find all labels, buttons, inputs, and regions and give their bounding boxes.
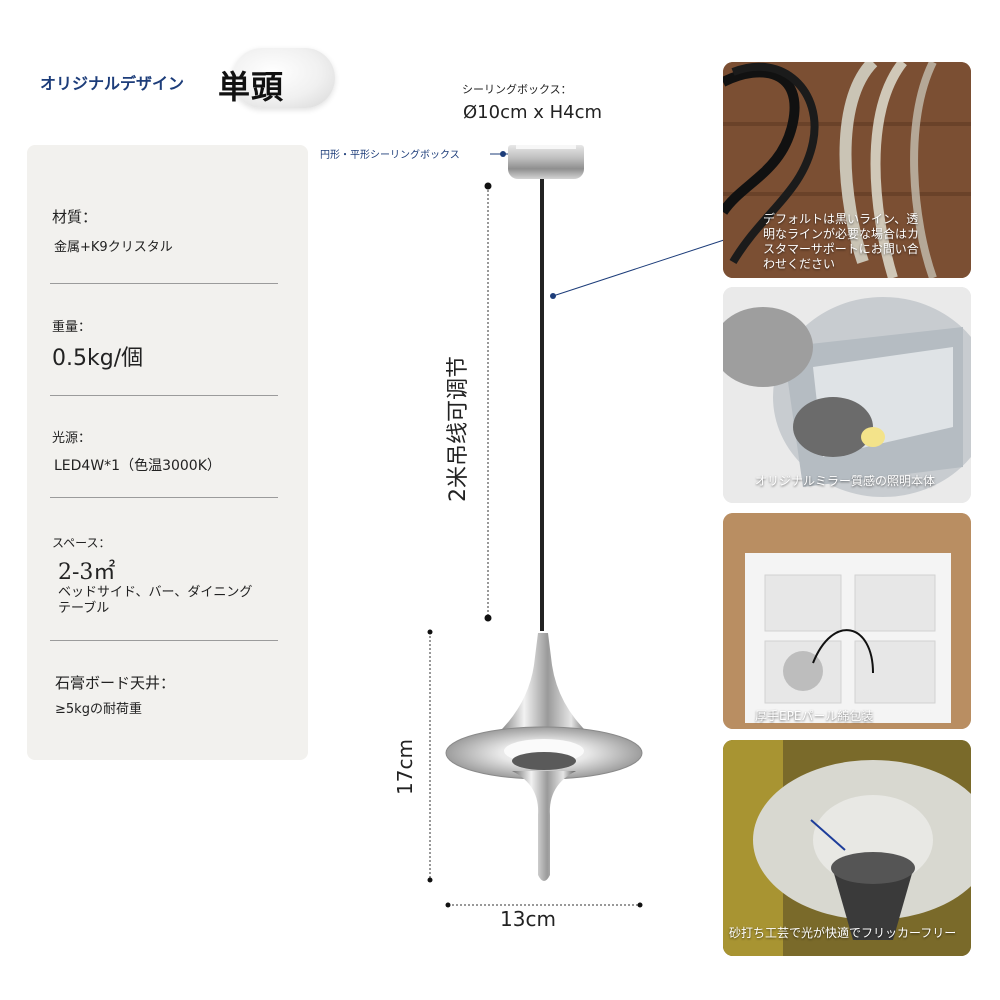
cable-length-label: 2米吊线可调节 <box>446 356 471 502</box>
cable <box>540 179 544 631</box>
sandblast-image <box>723 740 971 956</box>
ceiling-box-size: Ø10cm x H4cm <box>463 102 603 123</box>
crystal-image <box>723 287 971 503</box>
header-subtitle: オリジナルデザイン <box>40 74 185 93</box>
spec-divider <box>50 640 278 641</box>
spec-ceiling-label: 石膏ボード天井： <box>55 674 176 692</box>
spec-light-label: 光源： <box>52 431 92 446</box>
photo-packaging: 厚手EPEパール綿包装 <box>723 513 971 729</box>
cable-dimension-line <box>484 182 492 622</box>
spec-space-label: スペース： <box>52 536 111 550</box>
spec-divider <box>50 283 278 284</box>
spec-space-usage-cont: テーブル <box>58 601 110 616</box>
caption-line: 明なラインが必要な場合はカ <box>763 227 920 241</box>
width-label: 13cm <box>500 907 556 931</box>
cable-pointer-line <box>550 239 725 299</box>
height-dimension-line <box>427 629 433 883</box>
photo-sandblast: 砂打ち工芸で光が快適でフリッカーフリー <box>723 740 971 956</box>
cable-coils-image <box>723 62 971 278</box>
caption-line: わせください <box>763 257 836 271</box>
pendant-lamp <box>445 633 643 881</box>
spec-material-label: 材質： <box>52 208 98 226</box>
spec-light-value: LED4W*1（色温3000K） <box>54 458 221 474</box>
header-badge <box>232 48 335 108</box>
ceiling-box-label: シーリングボックス： <box>462 83 572 96</box>
packaging-image <box>723 513 971 729</box>
photo-packaging-caption: 厚手EPEパール綿包装 <box>755 709 874 723</box>
spec-divider <box>50 497 278 498</box>
ceiling-box-shape: 円形・平形シーリングボックス <box>320 150 460 161</box>
spec-weight-value: 0.5kg/個 <box>52 346 144 371</box>
photo-cables-caption: デフォルトは黒いライン、透 明なラインが必要な場合はカ スタマーサポートにお問い… <box>763 212 919 272</box>
spec-weight-label: 重量： <box>52 320 92 335</box>
photo-cables: デフォルトは黒いライン、透 明なラインが必要な場合はカ スタマーサポートにお問い… <box>723 62 971 278</box>
caption-line: デフォルトは黒いライン、透 <box>763 212 919 226</box>
spec-card <box>27 145 308 760</box>
caption-line: スタマーサポートにお問い合 <box>763 242 919 256</box>
header-title: 単頭 <box>218 68 285 106</box>
photo-sandblast-caption: 砂打ち工芸で光が快適でフリッカーフリー <box>729 926 957 940</box>
photo-crystal-caption: オリジナルミラー質感の照明本体 <box>755 474 936 488</box>
height-label: 17cm <box>393 739 417 795</box>
spec-ceiling-value: ≥5kgの耐荷重 <box>55 702 142 717</box>
ceiling-pointer-line <box>490 151 510 157</box>
ceiling-box <box>508 145 584 179</box>
spec-space-area: 2-3㎡ <box>58 560 116 585</box>
photo-crystal: オリジナルミラー質感の照明本体 <box>723 287 971 503</box>
width-dimension-line <box>445 902 643 908</box>
spec-divider <box>50 395 278 396</box>
spec-material-value: 金属+K9クリスタル <box>54 240 173 255</box>
spec-space-usage: ベッドサイド、バー、ダイニング <box>58 585 253 600</box>
